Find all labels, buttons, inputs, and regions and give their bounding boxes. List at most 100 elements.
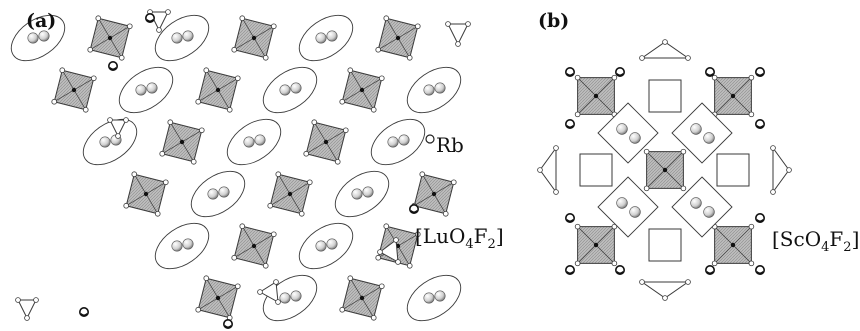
anion-vertex xyxy=(611,223,618,230)
octahedron-edge xyxy=(325,141,339,162)
anion-vertex xyxy=(123,117,129,123)
anion-vertex xyxy=(383,15,390,22)
anion-vertex xyxy=(270,23,277,30)
rb-ion xyxy=(254,134,266,146)
rb-ion xyxy=(182,238,194,250)
tetrahedron xyxy=(640,41,690,59)
octahedron-edge xyxy=(270,193,291,207)
octahedron-edge xyxy=(385,18,399,39)
rb-ion xyxy=(279,84,291,96)
octahedron-edge xyxy=(732,226,752,246)
panel-a-label: (a) xyxy=(26,10,56,32)
anion-vertex xyxy=(377,249,383,255)
octahedron-edge xyxy=(205,70,219,91)
octahedron-edge xyxy=(646,151,666,171)
anion-vertex xyxy=(383,223,390,230)
anion-vertex xyxy=(226,106,233,113)
rb-ion xyxy=(434,82,446,94)
anion-vertex xyxy=(24,315,30,321)
octahedron-edge xyxy=(277,174,291,195)
rb-ion xyxy=(690,197,702,209)
anion-vertex xyxy=(680,185,687,192)
anion-vertex xyxy=(748,111,755,118)
metal-center xyxy=(730,242,736,248)
metal-center xyxy=(730,93,736,99)
octahedron-edge xyxy=(126,193,147,207)
anion-vertex xyxy=(59,67,66,74)
anion-vertex xyxy=(347,275,354,282)
octahedron-edge xyxy=(349,278,363,299)
octahedron-edge xyxy=(217,77,238,91)
rb-ion-shade xyxy=(616,73,624,76)
anion-vertex xyxy=(770,145,776,151)
rb-ion xyxy=(423,84,435,96)
octahedron-edge xyxy=(414,193,435,207)
octahedron-edge xyxy=(253,25,274,39)
anion-vertex xyxy=(262,262,269,269)
anion-vertex xyxy=(257,289,263,295)
rb-ion xyxy=(423,292,435,304)
octahedron-edge xyxy=(397,245,411,266)
rb-ion xyxy=(243,136,255,148)
metal-center xyxy=(215,87,221,93)
octahedron-edge xyxy=(577,244,597,264)
anion-vertex xyxy=(685,279,691,285)
rb-ion-shade xyxy=(756,219,764,222)
anion-vertex xyxy=(339,306,346,313)
anion-vertex xyxy=(156,27,162,33)
anion-vertex xyxy=(239,15,246,22)
octahedron-edge xyxy=(289,181,310,195)
octahedron-edge xyxy=(169,122,183,143)
rb-ion xyxy=(629,132,641,144)
cage-outline xyxy=(597,176,659,238)
anion-vertex xyxy=(115,133,121,139)
anion-vertex xyxy=(203,275,210,282)
octahedron-edge xyxy=(73,89,87,110)
octahedron-edge xyxy=(205,278,219,299)
metal-center xyxy=(431,191,437,197)
anion-vertex xyxy=(167,119,174,126)
rb-ion xyxy=(27,32,39,44)
rb-ion-shade xyxy=(616,271,624,274)
rb-ion xyxy=(326,238,338,250)
octahedron-edge xyxy=(181,141,195,162)
rb-ion xyxy=(703,132,715,144)
anion-vertex xyxy=(15,297,21,303)
metal-center xyxy=(593,242,599,248)
rb-ion-shade xyxy=(756,73,764,76)
anion-vertex xyxy=(748,74,755,81)
metal-center xyxy=(251,243,257,249)
anion-vertex xyxy=(711,74,718,81)
tetrahedron xyxy=(447,23,469,46)
anion-vertex xyxy=(406,262,413,269)
octahedron-edge xyxy=(342,297,363,311)
anion-vertex xyxy=(95,15,102,22)
anion-vertex xyxy=(162,179,169,186)
panel-b-label: (b) xyxy=(538,10,569,32)
rb-ion xyxy=(616,197,628,209)
panel-a-lu-framework xyxy=(10,9,471,329)
cage-outline xyxy=(671,176,733,238)
anion-vertex xyxy=(442,210,449,217)
octahedron-edge xyxy=(253,233,274,247)
octahedron-edge xyxy=(241,226,255,247)
anion-vertex xyxy=(711,260,718,267)
anion-vertex xyxy=(748,260,755,267)
octahedron-edge xyxy=(732,77,752,97)
anion-vertex xyxy=(203,67,210,74)
octahedron-edge xyxy=(397,25,418,39)
anion-vertex xyxy=(553,189,559,195)
rb-ion-shade xyxy=(756,125,764,128)
anion-vertex xyxy=(643,148,650,155)
octahedron-edge xyxy=(433,193,447,214)
rb-ion xyxy=(315,240,327,252)
anion-vertex xyxy=(298,210,305,217)
anion-vertex xyxy=(270,231,277,238)
octahedron-edge xyxy=(714,226,734,246)
rb-ion-shade xyxy=(566,219,574,222)
rb-ion-shade xyxy=(146,19,154,22)
octahedron-edge xyxy=(234,37,255,51)
octahedron-edge xyxy=(421,174,435,195)
anion-vertex xyxy=(414,231,421,238)
octahedron-edge xyxy=(97,18,111,39)
